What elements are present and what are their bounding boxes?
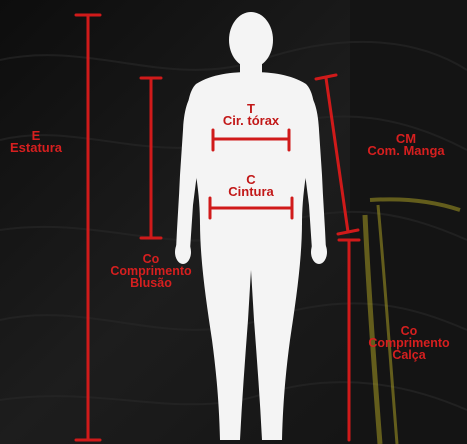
- manga-cap-top: [316, 75, 336, 79]
- manga-name: Com. Manga: [353, 145, 459, 157]
- manga-cap-bottom: [338, 230, 358, 234]
- blusao-line2: Blusão: [92, 277, 210, 289]
- label-comprimento-blusao: Co Comprimento Blusão: [92, 253, 210, 289]
- label-comprimento-calca: Co Comprimento Calça: [352, 325, 466, 361]
- label-estatura: E Estatura: [6, 130, 66, 154]
- human-silhouette-icon: [175, 12, 327, 440]
- label-cintura: C Cintura: [201, 174, 301, 198]
- manga-line: [326, 78, 348, 232]
- label-manga: CM Com. Manga: [353, 133, 459, 157]
- cintura-name: Cintura: [201, 186, 301, 198]
- label-torax: T Cir. tórax: [201, 103, 301, 127]
- torax-name: Cir. tórax: [201, 115, 301, 127]
- estatura-name: Estatura: [6, 142, 66, 154]
- calca-line2: Calça: [352, 349, 466, 361]
